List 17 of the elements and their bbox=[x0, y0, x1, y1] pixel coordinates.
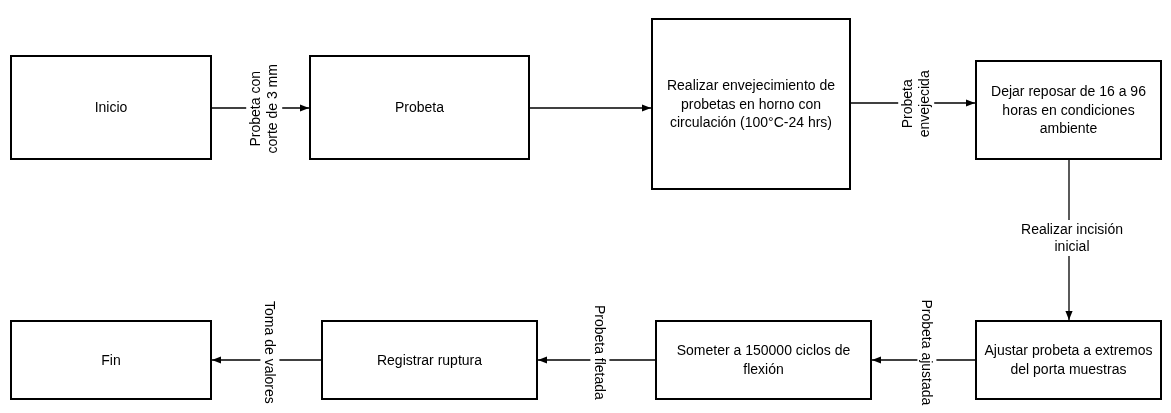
box-text: Probeta bbox=[394, 98, 444, 117]
box-text: Inicio bbox=[94, 98, 128, 117]
box-text: Someter a 150000 ciclos de flexión bbox=[675, 341, 852, 379]
process-box bbox=[309, 55, 530, 160]
process-box bbox=[10, 55, 212, 160]
process-box bbox=[655, 320, 872, 400]
process-box bbox=[10, 320, 212, 400]
box-text: Fin bbox=[101, 350, 121, 370]
process-box bbox=[975, 320, 1162, 400]
box-text: Registrar ruptura bbox=[376, 350, 482, 370]
process-box bbox=[321, 320, 538, 400]
box-text: Ajustar probeta a extremos del porta muestras bbox=[983, 341, 1154, 379]
process-box bbox=[651, 18, 851, 190]
process-box bbox=[975, 60, 1162, 160]
arrow bbox=[529, 104, 652, 112]
box-text: Dejar reposar de 16 a 96 horas en condiciones ambiente bbox=[990, 81, 1147, 139]
box-text: Realizar envejecimiento de probetas en horno con circulación (100°C-24 hrs) bbox=[665, 75, 837, 133]
